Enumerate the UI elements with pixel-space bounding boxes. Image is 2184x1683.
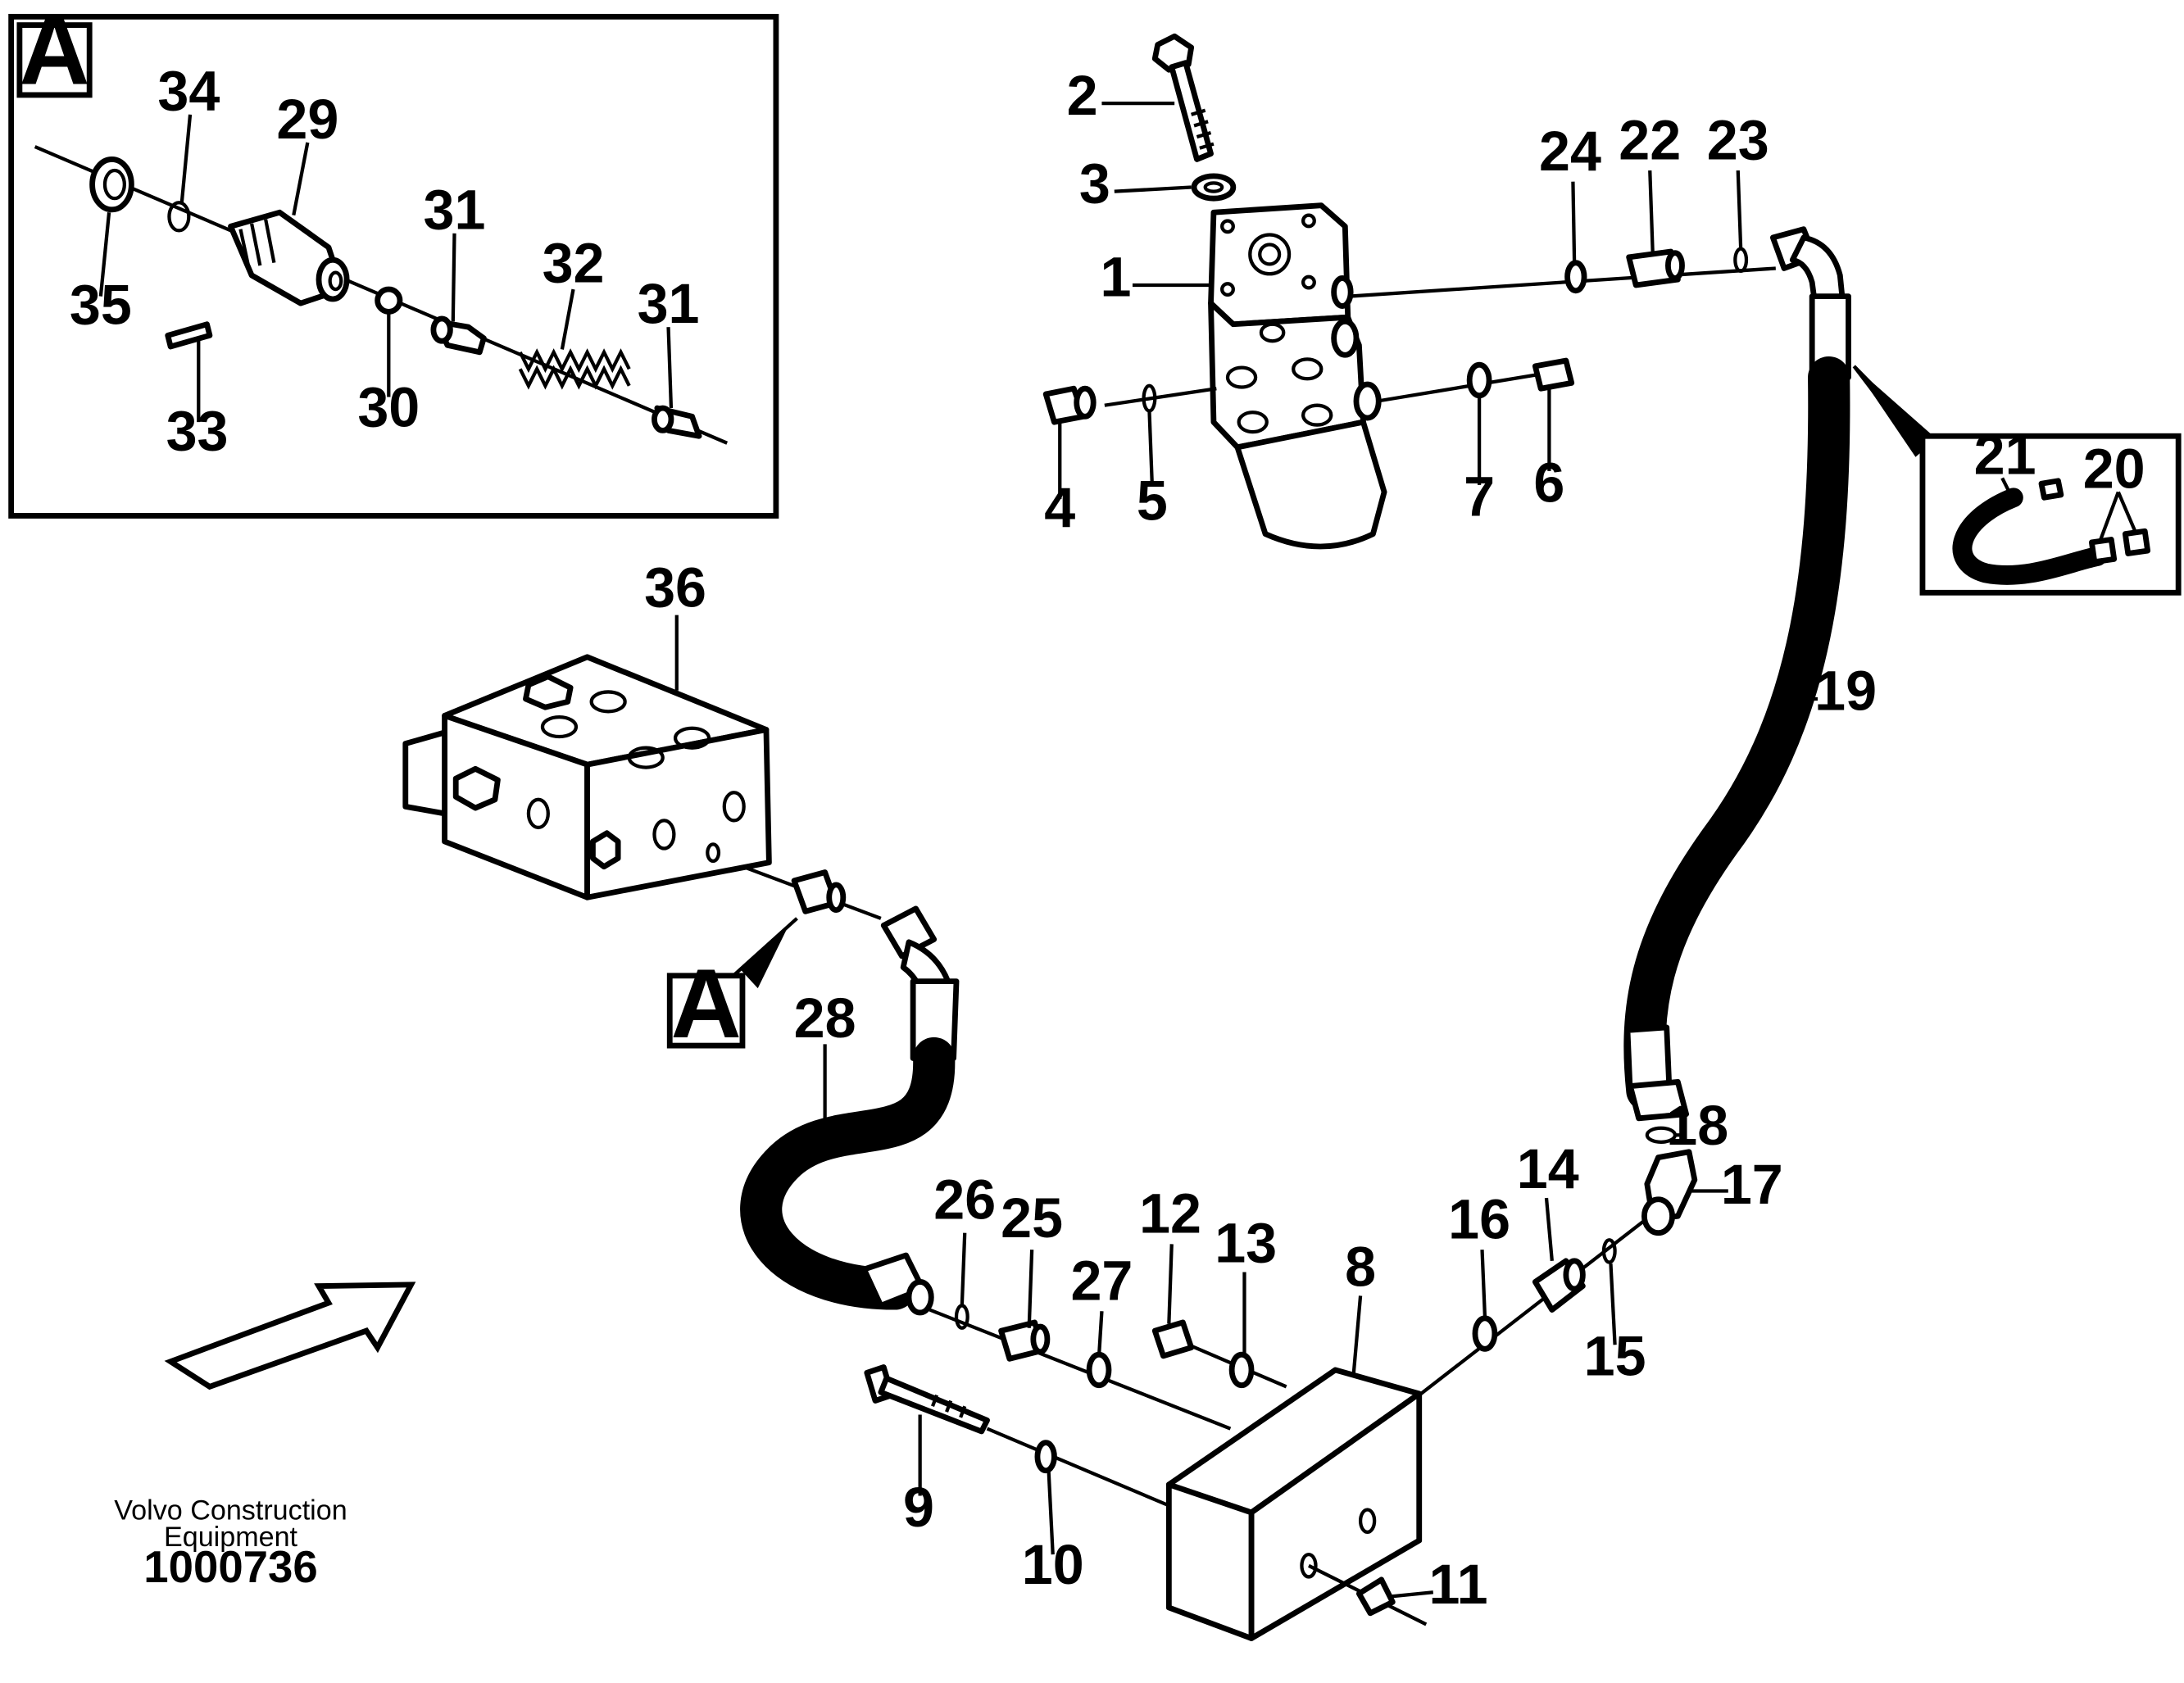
label-33: 33 bbox=[166, 400, 229, 462]
label-3: 3 bbox=[1079, 152, 1110, 215]
label-13: 13 bbox=[1215, 1213, 1277, 1275]
o-ring-26 bbox=[954, 1304, 969, 1330]
label-14: 14 bbox=[1517, 1138, 1579, 1200]
direction-arrow bbox=[164, 1282, 416, 1390]
label-35: 35 bbox=[70, 274, 132, 337]
label-31-upper: 31 bbox=[424, 179, 486, 242]
hose-19 bbox=[1623, 226, 1851, 1122]
fitting-a bbox=[791, 869, 847, 914]
hose-28 bbox=[740, 905, 960, 1316]
washer-10 bbox=[1034, 1440, 1057, 1474]
detail-box-a: A bbox=[8, 0, 779, 519]
steering-valve-1 bbox=[1208, 202, 1387, 550]
label-4: 4 bbox=[1044, 477, 1075, 539]
label-8: 8 bbox=[1345, 1236, 1376, 1299]
label-36: 36 bbox=[644, 556, 706, 619]
o-ring-15 bbox=[1601, 1238, 1617, 1264]
label-16: 16 bbox=[1448, 1189, 1510, 1251]
label-23: 23 bbox=[1707, 109, 1769, 171]
valve-body-29 bbox=[228, 209, 350, 306]
label-19: 19 bbox=[1814, 660, 1877, 723]
washer-7 bbox=[1466, 361, 1492, 399]
bolt-9 bbox=[864, 1364, 990, 1435]
label-31-lower: 31 bbox=[638, 273, 700, 335]
elbow-17 bbox=[1641, 1149, 1698, 1236]
callout-a: A bbox=[666, 917, 798, 1059]
label-25: 25 bbox=[1001, 1187, 1063, 1250]
plug-11 bbox=[1355, 1576, 1396, 1617]
detail-box-letter: A bbox=[19, 0, 89, 105]
label-32: 32 bbox=[543, 233, 605, 295]
spring-32 bbox=[518, 348, 631, 390]
label-5: 5 bbox=[1137, 470, 1168, 533]
label-7: 7 bbox=[1464, 465, 1495, 528]
fitting-25 bbox=[998, 1319, 1051, 1362]
fitting-4 bbox=[1042, 385, 1217, 425]
label-17: 17 bbox=[1721, 1154, 1783, 1216]
credit-line-2: Equipment bbox=[164, 1522, 298, 1553]
label-21: 21 bbox=[1974, 424, 2036, 486]
part-labels: 1 2 3 4 5 6 7 8 9 10 11 12 13 14 15 16 1… bbox=[70, 61, 2145, 1616]
label-12: 12 bbox=[1139, 1183, 1201, 1245]
label-24: 24 bbox=[1539, 120, 1601, 183]
seal-ring-35 bbox=[89, 156, 134, 213]
o-ring-34 bbox=[167, 201, 191, 233]
washer-27 bbox=[1086, 1351, 1112, 1389]
credit-line-1: Volvo Construction bbox=[114, 1495, 347, 1526]
label-2: 2 bbox=[1067, 65, 1098, 127]
plug-12 bbox=[1151, 1319, 1195, 1359]
label-11: 11 bbox=[1428, 1554, 1487, 1616]
label-28: 28 bbox=[794, 987, 856, 1050]
label-34: 34 bbox=[157, 61, 220, 123]
label-10: 10 bbox=[1022, 1534, 1084, 1596]
label-30: 30 bbox=[357, 376, 420, 438]
washer-3 bbox=[1191, 173, 1237, 202]
bolt-2 bbox=[1151, 33, 1215, 162]
label-27: 27 bbox=[1070, 1250, 1133, 1313]
o-ring-23 bbox=[1733, 247, 1749, 274]
label-22: 22 bbox=[1619, 109, 1681, 171]
pin-33 bbox=[165, 321, 213, 350]
fitting-14 bbox=[1532, 1258, 1586, 1313]
inset-box-20-21 bbox=[1852, 365, 2182, 596]
document-number: 1000736 bbox=[143, 1542, 317, 1592]
ball-30 bbox=[375, 286, 403, 315]
washer-13 bbox=[1228, 1351, 1255, 1389]
label-18: 18 bbox=[1666, 1095, 1728, 1157]
valve-block-36 bbox=[402, 654, 772, 900]
label-1: 1 bbox=[1101, 247, 1132, 309]
plug-6 bbox=[1532, 357, 1575, 392]
manifold-block-8 bbox=[1165, 1367, 1423, 1641]
fitting-22 bbox=[1626, 248, 1685, 288]
label-15: 15 bbox=[1584, 1326, 1646, 1388]
washer-24 bbox=[1564, 260, 1587, 294]
leader-lines bbox=[674, 102, 2137, 1599]
label-9: 9 bbox=[903, 1477, 934, 1539]
washer-16 bbox=[1472, 1315, 1498, 1352]
callout-letter: A bbox=[670, 950, 741, 1059]
label-6: 6 bbox=[1533, 451, 1564, 514]
credit-block: Volvo Construction Equipment 1000736 bbox=[114, 1495, 347, 1592]
label-26: 26 bbox=[933, 1169, 996, 1232]
label-20: 20 bbox=[2083, 438, 2145, 500]
label-29: 29 bbox=[276, 88, 338, 151]
